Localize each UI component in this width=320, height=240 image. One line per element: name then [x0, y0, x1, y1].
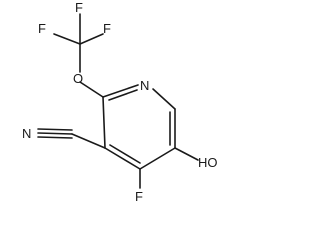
bond-ch2-cn	[37, 132, 73, 135]
bond-ch2-cn-2	[37, 128, 73, 131]
atom-f-top-mid: F	[75, 0, 83, 15]
bond-c5-oh	[174, 147, 199, 161]
atom-n-ring: N	[140, 78, 149, 93]
atom-f-ring: F	[135, 189, 143, 204]
bond-o-c2	[79, 81, 104, 98]
atom-o-ether: O	[73, 71, 83, 86]
bond-c2-n1	[102, 84, 139, 98]
structure-diagram: F F F O N N F HO	[22, 0, 218, 204]
bond-c3-c2	[102, 96, 106, 149]
bond-f1-c	[53, 33, 81, 45]
atom-f-top-right: F	[103, 21, 111, 36]
atom-f-top-left: F	[38, 21, 46, 36]
bond-c5-c4	[139, 147, 176, 170]
bond-c4-c3-inner	[109, 144, 141, 164]
bond-f3-c	[79, 33, 104, 45]
bond-c2-n1-inner	[108, 89, 138, 101]
bond-n1-c6	[152, 88, 176, 110]
atom-n-nitrile: N	[22, 126, 31, 141]
bond-ch2-cn-3	[37, 136, 73, 139]
atom-oh: HO	[198, 155, 218, 170]
bond-c4-c3	[104, 147, 141, 170]
bond-c3-ch2	[71, 133, 106, 149]
